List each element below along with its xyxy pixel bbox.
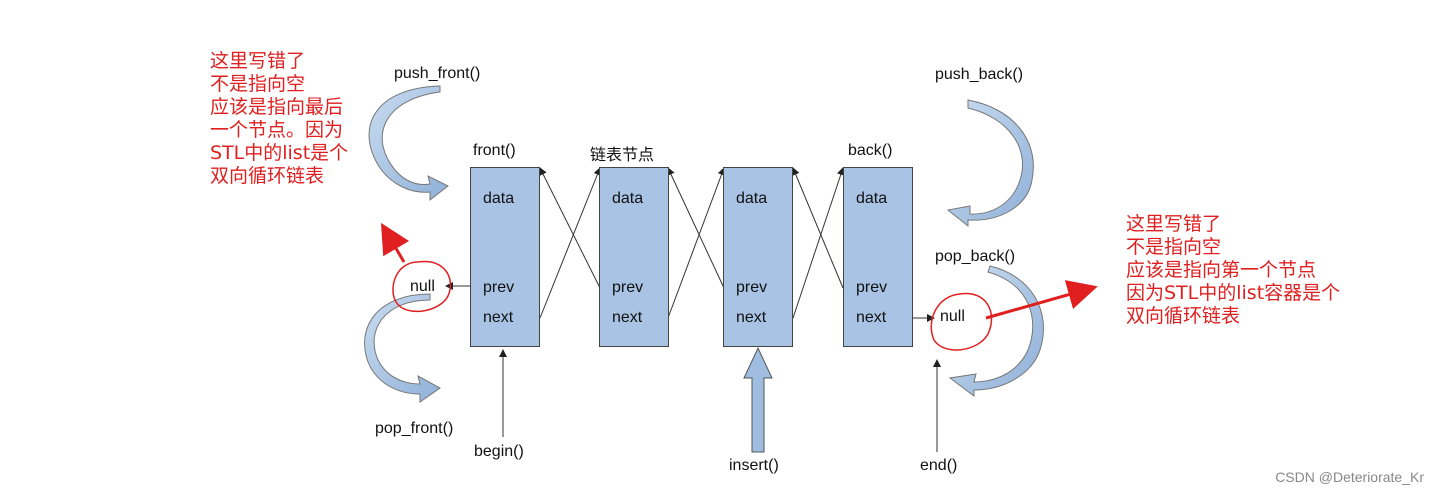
- left-null-circle: [392, 260, 452, 313]
- next-link-2: [667, 167, 726, 319]
- link-lines: [445, 167, 941, 452]
- pop-back-arrow: [948, 265, 1044, 397]
- null-right-label: null: [940, 308, 965, 325]
- list-node-2: data prev next: [599, 167, 669, 347]
- left-annotation-marks: [380, 222, 452, 313]
- push-back-arrow: [946, 99, 1034, 228]
- annotation-line: 双向循环链表: [1126, 305, 1241, 327]
- null-left-label: null: [410, 278, 435, 295]
- node-prev-field: prev: [736, 279, 768, 296]
- annotation-line: 不是指向空: [210, 73, 306, 95]
- right-null-circle: [930, 292, 993, 351]
- right-annotation-marks: [930, 280, 1098, 351]
- node-next-field: next: [483, 309, 514, 326]
- node-prev-field: prev: [483, 279, 515, 296]
- prev-link-2: [667, 167, 725, 289]
- next-link-3: [792, 167, 845, 319]
- list-node-label: 链表节点: [590, 147, 655, 164]
- annotation-line: 不是指向空: [1126, 236, 1222, 258]
- right-annotation: 这里写错了 不是指向空 应该是指向第一个节点 因为STL中的list容器是个 双…: [1126, 213, 1340, 328]
- push-front-arrow: [368, 85, 449, 202]
- node-data-field: data: [856, 190, 888, 207]
- list-node-front: data prev next: [470, 167, 540, 347]
- node-prev-field: prev: [856, 279, 888, 296]
- right-annotation-arrow: [985, 280, 1098, 320]
- annotation-line: 双向循环链表: [210, 165, 325, 187]
- annotation-line: 因为STL中的list容器是个: [1126, 282, 1341, 304]
- watermark: CSDN @Deteriorate_Kr: [1275, 469, 1424, 485]
- annotation-line: 应该是指向最后: [210, 96, 344, 118]
- pop-back-label: pop_back(): [935, 248, 1016, 265]
- node-data-field: data: [483, 190, 515, 207]
- insert-label: insert(): [729, 457, 779, 474]
- left-annotation-arrow: [380, 222, 410, 263]
- insert-arrow: [743, 346, 773, 453]
- annotation-line: 一个节点。因为: [210, 119, 344, 141]
- node-data-field: data: [736, 190, 768, 207]
- node-next-field: next: [612, 309, 643, 326]
- pop-front-label: pop_front(): [375, 420, 454, 437]
- node-next-field: next: [736, 309, 767, 326]
- list-node-3: data prev next: [723, 167, 793, 347]
- push-front-label: push_front(): [394, 65, 481, 82]
- annotation-line: 应该是指向第一个节点: [1126, 259, 1317, 281]
- prev-link-3: [792, 167, 844, 289]
- annotation-line: 这里写错了: [1126, 213, 1222, 235]
- front-label: front(): [473, 142, 516, 159]
- node-prev-field: prev: [612, 279, 644, 296]
- annotation-line: 这里写错了: [210, 50, 306, 72]
- pop-front-arrow: [364, 293, 441, 403]
- next-link-1: [539, 167, 602, 319]
- node-data-field: data: [612, 190, 644, 207]
- left-annotation: 这里写错了 不是指向空 应该是指向最后 一个节点。因为 STL中的list是个 …: [210, 50, 348, 188]
- prev-link-1: [539, 167, 601, 289]
- list-node-back: data prev next: [843, 167, 913, 347]
- end-label: end(): [920, 457, 958, 474]
- push-back-label: push_back(): [935, 66, 1024, 83]
- back-label: back(): [848, 142, 893, 159]
- begin-label: begin(): [474, 443, 524, 460]
- annotation-line: STL中的list是个: [210, 142, 349, 164]
- node-next-field: next: [856, 309, 887, 326]
